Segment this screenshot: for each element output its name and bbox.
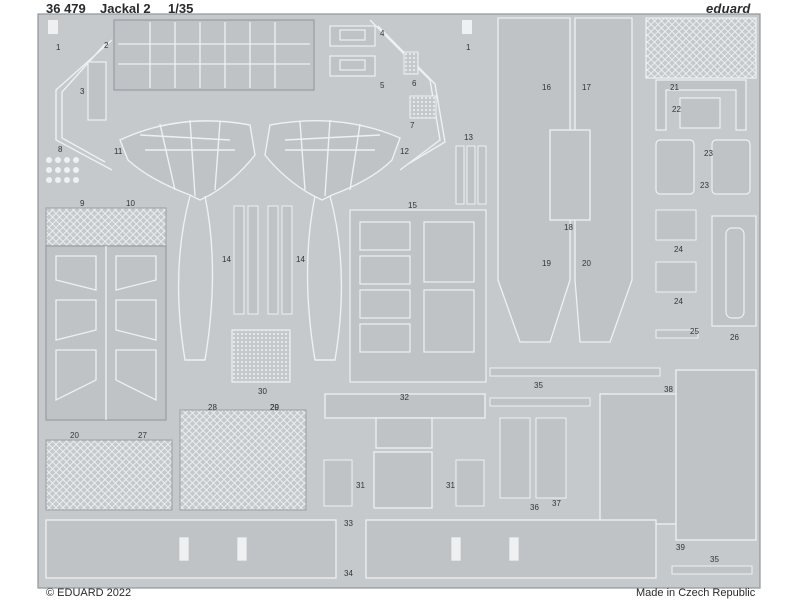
part-number: 20 <box>270 403 279 412</box>
part-32-bracket <box>324 393 486 509</box>
part-number: 21 <box>670 83 679 92</box>
part-number: 23 <box>700 181 709 190</box>
part-number: 15 <box>408 201 417 210</box>
part-11-webbing <box>119 119 256 361</box>
part-number: 8 <box>58 145 63 154</box>
part-number: 34 <box>344 569 353 578</box>
sheet-scale: 1/35 <box>168 1 194 16</box>
part-number: 1 <box>466 43 471 52</box>
part-number: 7 <box>410 121 415 130</box>
part-7 <box>409 95 437 119</box>
part-number: 13 <box>464 133 473 142</box>
copyright-text: © EDUARD 2022 <box>46 587 132 599</box>
part-9-10-mesh <box>45 207 167 247</box>
part-24 <box>655 209 697 293</box>
part-33-34 <box>45 519 657 579</box>
part-9-10-doors <box>45 245 167 421</box>
part-number: 37 <box>552 499 561 508</box>
part-30-mesh <box>231 329 291 383</box>
part-14-straps <box>233 205 293 315</box>
part-23 <box>655 139 751 195</box>
part-28-29-mesh <box>179 409 307 511</box>
sheet-title: Jackal 2 <box>100 1 151 16</box>
part-number: 22 <box>672 105 681 114</box>
part-4-5-brackets <box>329 25 376 77</box>
part-number: 20 <box>582 259 591 268</box>
part-number: 11 <box>114 147 123 156</box>
part-number: 30 <box>258 387 267 396</box>
part-15-panel <box>349 209 487 383</box>
part-27-28-mesh <box>45 439 173 511</box>
part-number: 17 <box>582 83 591 92</box>
part-number: 19 <box>542 259 551 268</box>
part-6 <box>403 51 419 75</box>
part-number: 10 <box>126 199 135 208</box>
part-number: 5 <box>380 81 385 90</box>
part-12-webbing <box>264 119 401 361</box>
part-number: 29 <box>270 403 279 412</box>
part-number: 38 <box>664 385 673 394</box>
part-number: 27 <box>138 431 147 440</box>
part-grille-top <box>113 19 315 91</box>
part-number: 3 <box>80 87 85 96</box>
part-number: 6 <box>412 79 417 88</box>
part-number: 31 <box>446 481 455 490</box>
part-38-39 <box>599 369 757 541</box>
part-number: 2 <box>104 41 109 50</box>
part-number: 28 <box>208 403 217 412</box>
sheet-code: 36 479 <box>46 1 86 16</box>
part-number: 24 <box>674 245 683 254</box>
part-number: 36 <box>530 503 539 512</box>
part-number: 23 <box>704 149 713 158</box>
part-number: 20 <box>70 431 79 440</box>
part-21-22 <box>645 17 757 131</box>
part-number: 39 <box>676 543 685 552</box>
part-13-straps <box>455 145 487 205</box>
brand-logo: eduard <box>706 1 751 16</box>
part-number: 35 <box>534 381 543 390</box>
part-35-strips <box>489 329 753 575</box>
part-number: 26 <box>730 333 739 342</box>
part-36-37 <box>499 417 567 499</box>
part-number: 18 <box>564 223 573 232</box>
part-number: 4 <box>380 29 385 38</box>
part-31 <box>323 459 485 507</box>
part-8-studs <box>46 157 79 183</box>
part-16-17-long <box>497 17 633 343</box>
part-number: 9 <box>80 199 85 208</box>
part-number: 31 <box>356 481 365 490</box>
part-number: 32 <box>400 393 409 402</box>
part-number: 14 <box>296 255 305 264</box>
part-number: 24 <box>674 297 683 306</box>
part-number: 25 <box>690 327 699 336</box>
part-number: 16 <box>542 83 551 92</box>
part-3 <box>87 61 107 121</box>
part-number: 35 <box>710 555 719 564</box>
part-number: 1 <box>56 43 61 52</box>
origin-text: Made in Czech Republic <box>636 587 756 599</box>
part-number: 14 <box>222 255 231 264</box>
part-25-26 <box>711 215 757 327</box>
part-number: 33 <box>344 519 353 528</box>
part-1-tabs <box>48 20 472 34</box>
part-number: 12 <box>400 147 409 156</box>
